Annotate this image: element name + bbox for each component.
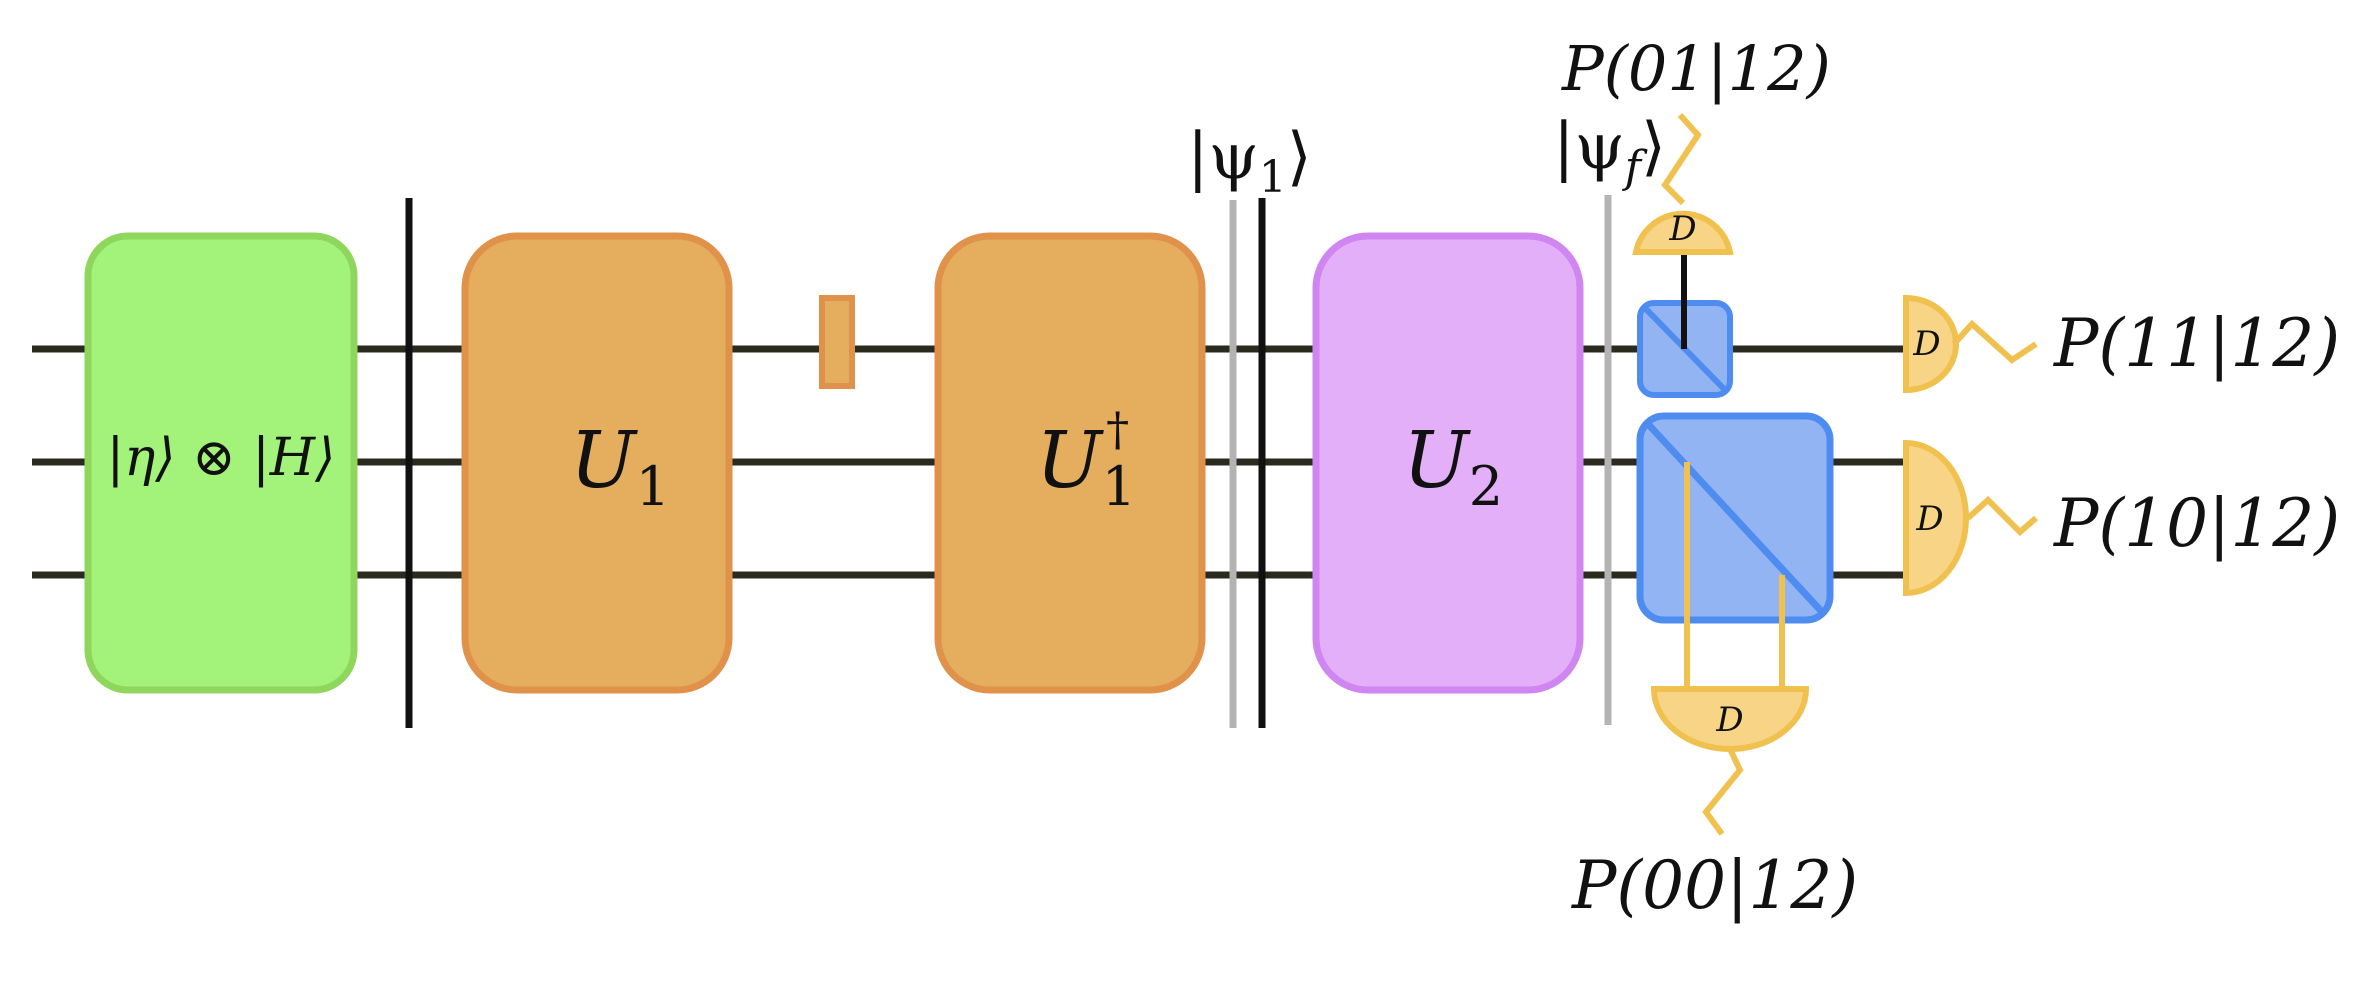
u1-dagger-label: U1†: [1036, 402, 1136, 518]
outcome-p01: P(01|12): [1561, 32, 1831, 105]
detector-right-middle-label: D: [1915, 499, 1943, 539]
outcome-p11: P(11|12): [2053, 305, 2340, 382]
signal-top: [1661, 112, 1702, 206]
outcome-p10: P(10|12): [2053, 485, 2340, 562]
detector-bottom: [1650, 686, 1810, 752]
beam-splitter-large-diagonal: [1645, 421, 1825, 615]
outcome-p00: P(00|12): [1571, 847, 1858, 924]
u2-label: U2: [1403, 416, 1503, 518]
signal-right-top: [1951, 319, 2038, 364]
u2-gate: [1312, 232, 1584, 694]
psi1-label: |ψ1⟩: [1187, 120, 1312, 203]
u1-label: U1: [570, 416, 670, 518]
signal-right-middle: [1965, 495, 2038, 537]
psif-label: |ψf⟩: [1553, 110, 1666, 193]
detector-right-top: [1903, 294, 1959, 394]
detector-top: [1632, 210, 1734, 255]
state-preparation-label: |η⟩ ⊗ |H⟩: [107, 428, 336, 488]
detector-top-label: D: [1668, 209, 1696, 249]
u1-gate: [461, 232, 733, 694]
signal-bottom: [1702, 747, 1744, 836]
detector-right-middle: [1903, 439, 1969, 597]
state-preparation-block: [84, 232, 358, 694]
phase-element: [819, 295, 855, 389]
detector-bottom-label: D: [1715, 700, 1743, 740]
u1-dagger-gate: [934, 232, 1206, 694]
detector-right-top-label: D: [1912, 324, 1940, 364]
